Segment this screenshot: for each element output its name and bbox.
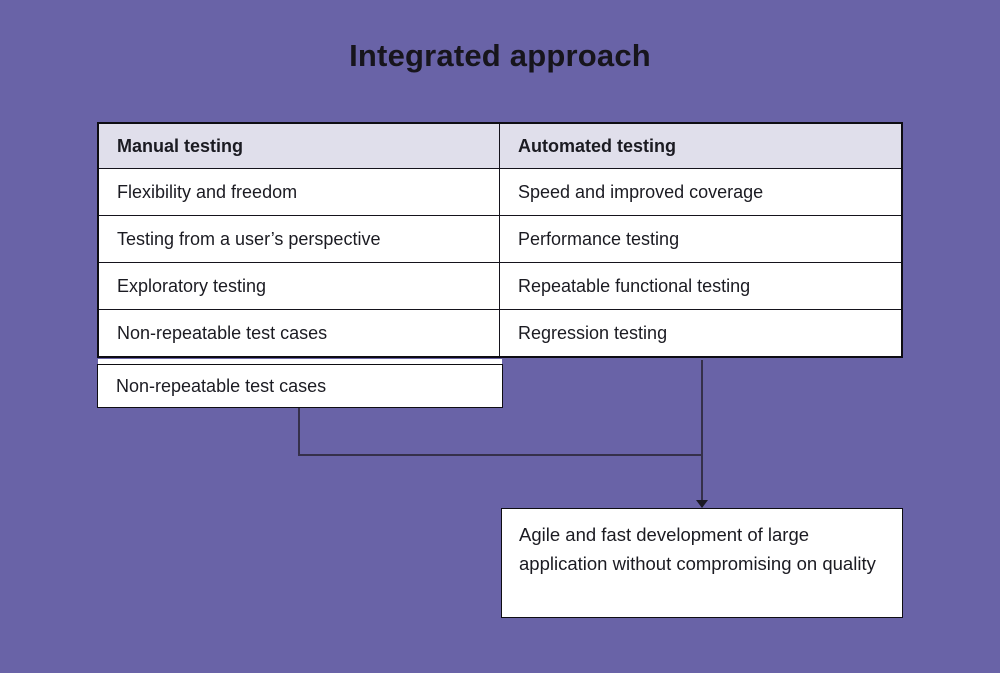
automated-cell-repeatable: Repeatable functional testing (518, 275, 751, 296)
page-title: Integrated approach (349, 38, 651, 73)
manual-cell-non-repeatable: Non-repeatable test cases (99, 310, 500, 356)
automated-cell-performance: Performance testing (518, 228, 680, 249)
manual-cell-exploratory: Exploratory testing (99, 263, 500, 309)
table-row: Exploratory testing Repeatable functiona… (99, 262, 901, 309)
comparison-table: Manual testing Automated testing Flexibi… (97, 122, 903, 358)
manual-cell-user-perspective: Testing from a user’s perspective (99, 216, 500, 262)
column-header-manual-testing: Manual testing (99, 124, 500, 168)
arrow-down-icon (696, 500, 708, 508)
connector-horizontal (298, 454, 703, 456)
connector-right-vertical (701, 360, 703, 507)
table-row: Flexibility and freedom Speed and improv… (99, 168, 901, 215)
column-header-automated-testing: Automated testing (518, 135, 677, 156)
result-text: Agile and fast development of large appl… (519, 524, 876, 574)
connector-left-vertical (298, 408, 300, 456)
table-row: Non-repeatable test cases Regression tes… (99, 309, 901, 356)
table-header-row: Manual testing Automated testing (99, 124, 901, 168)
automated-cell-regression: Regression testing (518, 322, 668, 343)
manual-cell-flexibility: Flexibility and freedom (99, 169, 500, 215)
automated-cell-speed: Speed and improved coverage (518, 181, 764, 202)
table-row: Testing from a user’s perspective Perfor… (99, 215, 901, 262)
table-gap-strip (98, 359, 502, 365)
overflow-cell-non-repeatable: Non-repeatable test cases (97, 364, 503, 408)
result-box: Agile and fast development of large appl… (501, 508, 903, 618)
